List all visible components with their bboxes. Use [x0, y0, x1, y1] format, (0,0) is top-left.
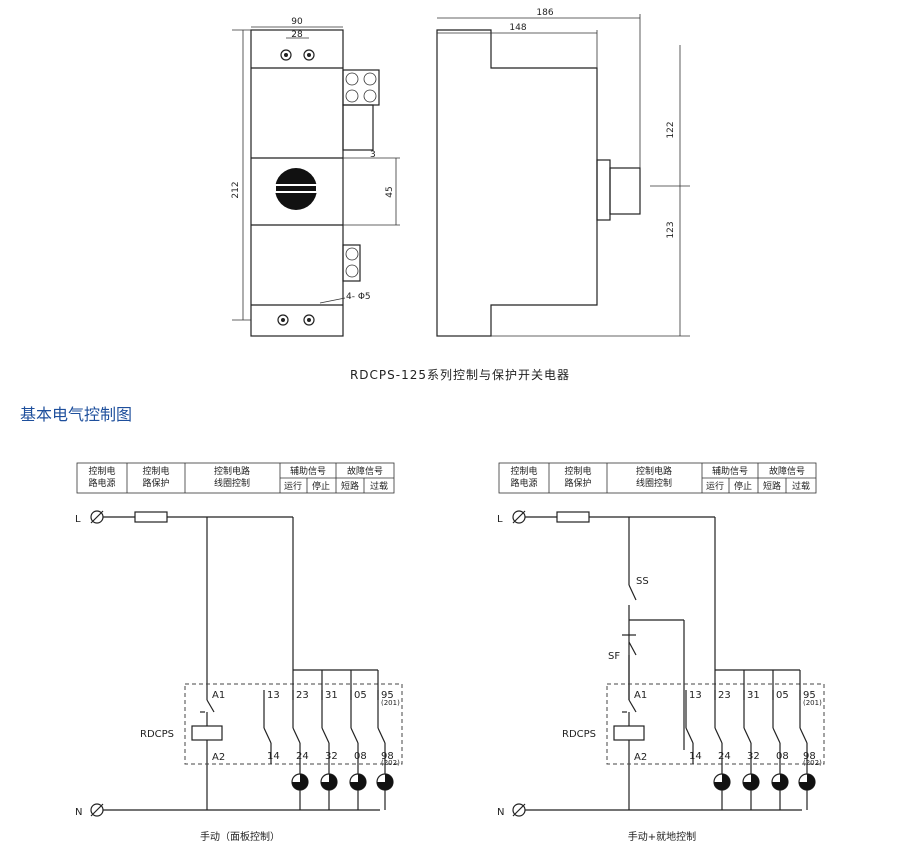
table-header-stop: 停止	[734, 480, 752, 492]
terminal-05: 05	[354, 690, 367, 701]
table-header-stop: 停止	[312, 480, 330, 492]
table-header-power: 路电源	[510, 477, 537, 489]
indicator-lamp-icon	[376, 773, 394, 791]
dim-lower: 123	[666, 221, 676, 238]
terminal-14: 14	[267, 751, 280, 762]
device-label: RDCPS	[562, 729, 596, 740]
rotary-handle-icon	[274, 168, 318, 210]
coil-icon	[613, 725, 645, 741]
terminal-A1: A1	[634, 690, 647, 701]
dim-depth-total: 186	[536, 8, 553, 18]
dim-upper: 122	[666, 121, 676, 138]
dim-hole: 28	[291, 30, 303, 40]
terminal-23: 23	[718, 690, 731, 701]
terminal-13: 13	[267, 690, 280, 701]
indicator-lamp-icon	[771, 773, 789, 791]
table-header-power: 控制电	[510, 465, 537, 477]
label-L: L	[497, 514, 503, 525]
terminal-23: 23	[296, 690, 309, 701]
terminal-98: 98	[381, 751, 394, 762]
indicator-lamp-icon	[349, 773, 367, 791]
table-header-protection: 路保护	[142, 477, 169, 489]
label-N: N	[497, 807, 504, 818]
table-header-short: 短路	[763, 480, 781, 492]
terminal-202: (202)	[803, 759, 822, 767]
device-label: RDCPS	[140, 729, 174, 740]
terminal-24: 24	[718, 751, 731, 762]
terminal-24: 24	[296, 751, 309, 762]
table-header-coil: 控制电路	[636, 465, 672, 477]
section-title: 基本电气控制图	[20, 405, 133, 424]
table-header-overload: 过载	[792, 480, 810, 492]
label-SF: SF	[608, 651, 620, 662]
table-header-fault-signal: 故障信号	[769, 465, 805, 477]
caption-panel-control: 手动（面板控制）	[200, 830, 280, 843]
terminal-202: (202)	[381, 759, 400, 767]
table-header-coil: 线圈控制	[214, 477, 250, 489]
indicator-lamp-icon	[713, 773, 731, 791]
label-N: N	[75, 807, 82, 818]
terminal-A2: A2	[634, 752, 647, 763]
dim-height: 212	[231, 181, 241, 198]
terminal-31: 31	[747, 690, 760, 701]
terminal-32: 32	[325, 751, 338, 762]
dim-small: 3	[370, 150, 376, 160]
terminal-05: 05	[776, 690, 789, 701]
circuit-local-control: 控制电路电源控制电路保护控制电路线圈控制辅助信号运行停止故障信号短路过载LNSS…	[497, 462, 825, 843]
indicator-lamp-icon	[320, 773, 338, 791]
fuse-icon	[556, 511, 590, 523]
terminal-13: 13	[689, 690, 702, 701]
coil-icon	[191, 725, 223, 741]
terminal-201: (201)	[381, 699, 400, 707]
indicator-lamp-icon	[798, 773, 816, 791]
table-header-protection: 控制电	[142, 465, 169, 477]
side-view-body	[436, 29, 598, 337]
label-L: L	[75, 514, 81, 525]
dim-depth-body: 148	[509, 23, 526, 33]
terminal-95: 95	[803, 690, 816, 701]
table-header-coil: 控制电路	[214, 465, 250, 477]
terminal-A2: A2	[212, 752, 225, 763]
table-header-coil: 线圈控制	[636, 477, 672, 489]
terminal-31: 31	[325, 690, 338, 701]
indicator-lamp-icon	[742, 773, 760, 791]
dim-handle: 45	[385, 186, 395, 197]
table-header-power: 控制电	[88, 465, 115, 477]
table-header-short: 短路	[341, 480, 359, 492]
table-header-fault-signal: 故障信号	[347, 465, 383, 477]
terminal-201: (201)	[803, 699, 822, 707]
circuit-panel-control: 控制电路电源控制电路保护控制电路线圈控制辅助信号运行停止故障信号短路过载LNRD…	[75, 462, 403, 843]
terminal-95: 95	[381, 690, 394, 701]
table-header-run: 运行	[284, 480, 302, 492]
table-header-aux-signal: 辅助信号	[290, 465, 326, 477]
dim-mount: 4- Φ5	[346, 292, 371, 302]
terminal-98: 98	[803, 751, 816, 762]
terminal-32: 32	[747, 751, 760, 762]
terminal-08: 08	[776, 751, 789, 762]
front-view-body	[250, 29, 344, 337]
caption-local-control: 手动+就地控制	[628, 830, 696, 843]
dim-width: 90	[291, 17, 303, 27]
terminal-08: 08	[354, 751, 367, 762]
table-header-power: 路电源	[88, 477, 115, 489]
table-header-protection: 控制电	[564, 465, 591, 477]
terminal-14: 14	[689, 751, 702, 762]
label-SS: SS	[636, 576, 649, 587]
fuse-icon	[134, 511, 168, 523]
terminal-A1: A1	[212, 690, 225, 701]
drawing-caption: RDCPS-125系列控制与保护开关电器	[349, 368, 571, 382]
table-header-protection: 路保护	[564, 477, 591, 489]
table-header-overload: 过载	[370, 480, 388, 492]
table-header-aux-signal: 辅助信号	[712, 465, 748, 477]
table-header-run: 运行	[706, 480, 724, 492]
indicator-lamp-icon	[291, 773, 309, 791]
